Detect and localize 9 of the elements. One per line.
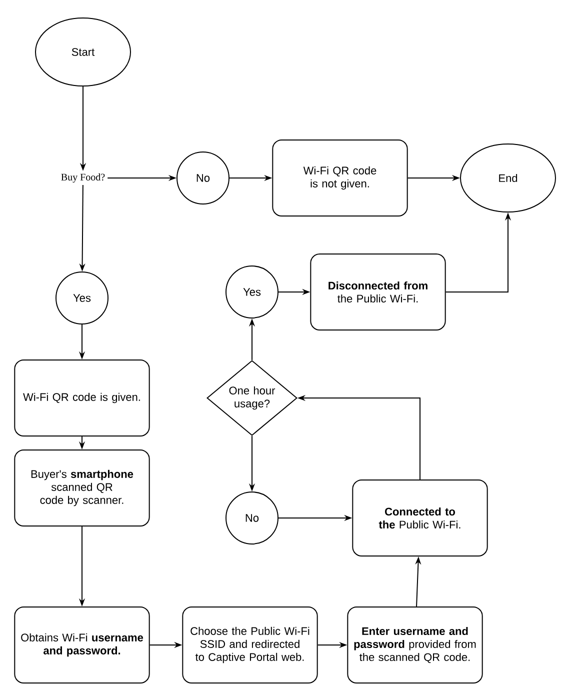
process-box: Obtains Wi-Fi username and password. <box>14 606 150 684</box>
decision-text: Buy Food? <box>61 173 105 183</box>
process-box: Connected to the Public Wi-Fi. <box>352 480 488 556</box>
process-box: Wi-Fi QR code is given. <box>14 360 150 436</box>
process-box: Buyer's smartphone scanned QR code by scanner. <box>14 450 150 526</box>
process-box: Enter username and password provided from the scanned QR code. <box>347 606 483 684</box>
process-box: Choose the Public Wi-Fi SSID and redirected to Captive Portal web. <box>182 606 318 684</box>
process-box: Disconnected from the Public Wi-Fi. <box>310 254 446 330</box>
process-box: Wi-Fi QR code is not given. <box>272 140 408 216</box>
